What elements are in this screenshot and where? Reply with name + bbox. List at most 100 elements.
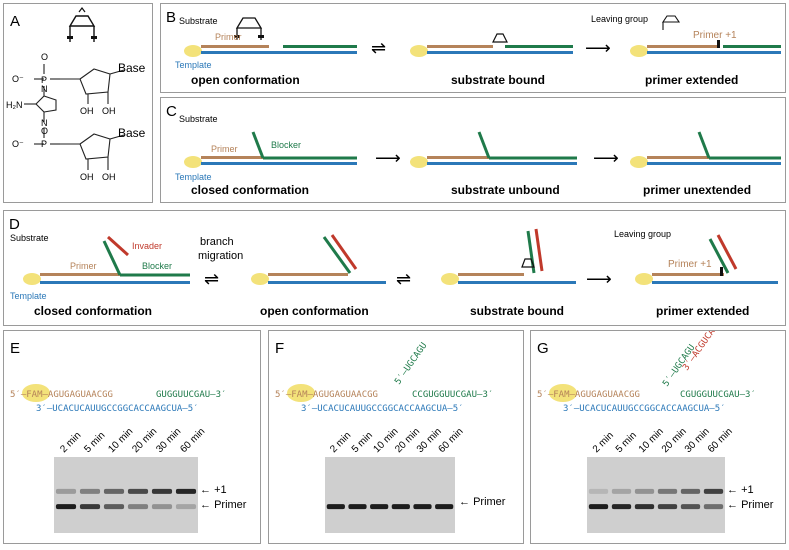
substrate-icon — [67, 7, 97, 42]
panel-c: C Substrate Primer Blocker Template clos… — [160, 97, 786, 203]
hydroxyl-3: OH — [80, 172, 94, 182]
gel-image — [54, 457, 198, 533]
branch-migration-label-2: migration — [198, 250, 243, 262]
primer-plus1-label: Primer +1 — [668, 259, 712, 270]
base-label-2: Base — [118, 126, 146, 140]
svg-text:P: P — [41, 139, 47, 149]
template-sequence: 3′–UCACUCAUUGCCGGCACCAAGCUA–5′ — [36, 404, 199, 414]
lane-label: 2 min — [591, 430, 616, 455]
gel-image — [587, 457, 725, 533]
template-sequence: 3′–UCACUCAUUGCCGGCACCAAGCUA–5′ — [301, 404, 464, 414]
base-label-1: Base — [118, 61, 146, 75]
primer-label: Primer — [215, 32, 242, 42]
phosphate-oxygen-1: O⁻ — [12, 74, 24, 84]
svg-text:N: N — [41, 84, 48, 94]
panel-letter: D — [9, 216, 20, 233]
gel-band-primer — [703, 504, 724, 510]
panel-g: G 3′–ACGUCAGG–5′ 5′–UGCAGU 5′–FAM–AGUGAG… — [530, 305, 786, 544]
gel-band-primer — [435, 504, 454, 510]
template-label: Template — [175, 172, 212, 182]
leaving-group-label: Leaving group — [614, 229, 671, 239]
gel-background — [325, 457, 455, 533]
gel-band-plus1 — [151, 488, 173, 494]
equilibrium-arrow-icon: ⇌ — [371, 38, 386, 58]
forward-arrow-icon: ⟶ — [593, 148, 619, 168]
panel-e-diagram: E 5′–FAM–AGUGAGUAACGG GUGGUUCGAU–3′ 3′–U… — [10, 340, 247, 533]
forward-arrow-icon: ⟶ — [375, 148, 401, 168]
gel-band-plus1 — [657, 488, 678, 494]
gel-band-primer — [79, 504, 101, 510]
leaving-group-icon — [661, 15, 681, 30]
panel-a: A — [3, 3, 153, 203]
lane-label: 30 min — [683, 426, 712, 455]
gel-band-primer — [326, 504, 345, 510]
state-open-conformation: open conformation — [260, 304, 369, 318]
panel-letter: E — [10, 340, 20, 357]
blocker-sequence: CCGUGGUUCGAU–3′ — [412, 390, 493, 400]
gel-band-primer — [413, 504, 432, 510]
gel-band-plus1 — [55, 488, 77, 494]
state-primer-extended: primer extended — [645, 73, 738, 87]
equilibrium-arrow-icon: ⇌ — [204, 269, 219, 289]
primer-sequence: 5′–FAM–AGUGAGUAACGG — [10, 390, 113, 400]
lane-label: 10 min — [106, 426, 135, 455]
band-primer-label: ← Primer — [459, 496, 506, 508]
state-substrate-bound: substrate bound — [470, 304, 564, 318]
equilibrium-arrow-icon: ⇌ — [396, 269, 411, 289]
svg-text:O: O — [41, 126, 48, 136]
state-primer-extended: primer extended — [656, 304, 749, 318]
lane-label: 60 min — [178, 426, 207, 455]
svg-text:O: O — [41, 52, 48, 62]
amino-group: H₂N — [6, 100, 23, 110]
gel-band-primer — [175, 504, 197, 510]
gel-band-primer — [657, 504, 678, 510]
panel-letter: C — [166, 103, 177, 120]
duplex-substrate-unbound — [410, 131, 577, 168]
imidazolium-dinucleotide-structure — [24, 64, 125, 170]
state-substrate-bound: substrate bound — [451, 73, 545, 87]
gel-band-primer — [611, 504, 632, 510]
panel-letter: A — [10, 13, 20, 30]
blocker-label: Blocker — [142, 261, 172, 271]
gel-band-plus1 — [703, 488, 724, 494]
gel-band-plus1 — [103, 488, 125, 494]
blocker-sequence: GUGGUUCGAU–3′ — [156, 390, 226, 400]
panel-letter: G — [537, 340, 549, 357]
duplex-substrate-bound — [410, 33, 573, 57]
panel-a-structure: A — [6, 7, 146, 182]
gel-band-primer — [680, 504, 701, 510]
duplex-primer-extended — [630, 40, 781, 57]
hydroxyl-1: OH — [80, 106, 94, 116]
blocker-sequence: CGUGGUUCGAU–3′ — [680, 390, 756, 400]
lane-label: 5 min — [350, 430, 375, 455]
gel-band-plus1 — [79, 488, 101, 494]
gel-band-primer — [348, 504, 367, 510]
panel-letter: B — [166, 9, 176, 26]
panel-d-diagram: D Substrate Invader Primer Blocker Templ… — [9, 216, 778, 318]
band-plus1-label: ← +1 — [200, 484, 227, 496]
state-substrate-unbound: substrate unbound — [451, 183, 560, 197]
duplex-open-conformation — [184, 45, 357, 57]
gel-band-plus1 — [680, 488, 701, 494]
gel-image — [325, 457, 455, 533]
duplex-open-conformation — [251, 234, 386, 285]
gel-band-primer — [391, 504, 410, 510]
primer-label: Primer — [70, 261, 97, 271]
lane-label: 2 min — [58, 430, 83, 455]
duplex-substrate-bound — [441, 228, 576, 285]
lane-label: 30 min — [154, 426, 183, 455]
phosphate-oxygen-2: O⁻ — [12, 139, 24, 149]
panel-e: E 5′–FAM–AGUGAGUAACGG GUGGUUCGAU–3′ 3′–U… — [3, 330, 261, 544]
template-sequence: 3′–UCACUCAUUGCCGGCACCAAGCUA–5′ — [563, 404, 726, 414]
panel-b-diagram: B Substrate Primer Template open conform… — [166, 9, 781, 87]
gel-band-primer — [370, 504, 389, 510]
band-primer-label: ← Primer — [727, 499, 774, 511]
gel-band-plus1 — [634, 488, 655, 494]
invader-label: Invader — [132, 241, 162, 251]
primer-sequence: 5′–FAM–AGUGAGUAACGG — [537, 390, 640, 400]
lane-label: 5 min — [82, 430, 107, 455]
gel-background — [54, 457, 198, 533]
substrate-label: Substrate — [179, 16, 218, 26]
panel-b: B Substrate Primer Template open conform… — [160, 3, 786, 93]
